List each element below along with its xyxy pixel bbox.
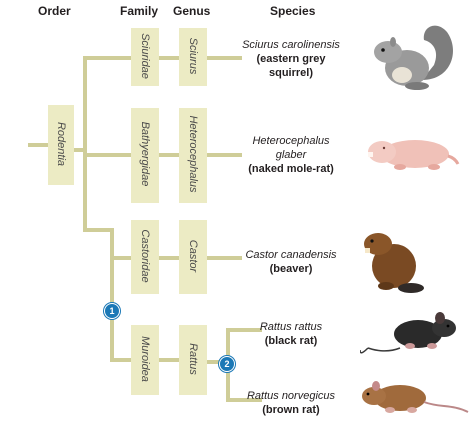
family-box-bathyergidae: Bathyergidae xyxy=(131,108,159,203)
header-order: Order xyxy=(38,4,71,18)
family-label: Castoridae xyxy=(139,229,151,283)
node-badge-2: 2 xyxy=(219,356,235,372)
scientific-name: glaber xyxy=(275,149,307,161)
squirrel-icon xyxy=(374,25,454,90)
genus-box-sciurus: Sciurus xyxy=(179,28,207,86)
genus-box-heterocephalus: Heterocephalus xyxy=(179,108,207,203)
family-box-muroidea: Muroidea xyxy=(131,325,159,395)
genus-label: Heterocephalus xyxy=(187,115,199,193)
scientific-name: Sciurus carolinensis xyxy=(242,39,340,51)
genus-box-castor: Castor xyxy=(179,220,207,294)
scientific-name: Rattus rattus xyxy=(259,321,323,333)
node-badge-1: 1 xyxy=(104,303,120,319)
brown-rat-icon xyxy=(362,381,469,413)
header-family: Family xyxy=(120,4,159,18)
species-heterocephalus-glaber: Heterocephalus glaber (naked mole-rat) xyxy=(216,134,366,176)
family-box-sciuridae: Sciuridae xyxy=(131,28,159,86)
common-name: (brown rat) xyxy=(262,404,320,416)
common-name: (black rat) xyxy=(264,335,318,347)
scientific-name: Heterocephalus xyxy=(252,135,330,147)
common-name: (beaver) xyxy=(269,263,313,275)
genus-label: Sciurus xyxy=(187,37,199,75)
species-rattus-rattus: Rattus rattus (black rat) xyxy=(216,320,366,348)
family-label: Muroidea xyxy=(139,336,151,382)
common-name: (eastern grey xyxy=(256,53,326,65)
beaver-icon xyxy=(364,233,424,293)
header-species: Species xyxy=(270,4,316,18)
genus-box-rattus: Rattus xyxy=(179,325,207,395)
genus-label: Rattus xyxy=(187,343,199,375)
genus-label: Castor xyxy=(187,239,199,273)
family-label: Bathyergidae xyxy=(139,121,151,187)
family-label: Sciuridae xyxy=(139,33,151,79)
header-genus: Genus xyxy=(173,4,211,18)
species-rattus-norvegicus: Rattus norvegicus (brown rat) xyxy=(216,389,366,417)
common-name: (naked mole-rat) xyxy=(248,163,334,175)
naked-mole-rat-icon xyxy=(368,140,460,170)
species-sciurus-carolinensis: Sciurus carolinensis (eastern grey squir… xyxy=(216,38,366,80)
family-box-castoridae: Castoridae xyxy=(131,220,159,294)
scientific-name: Castor canadensis xyxy=(245,249,337,261)
species-castor-canadensis: Castor canadensis (beaver) xyxy=(216,248,366,276)
scientific-name: Rattus norvegicus xyxy=(246,390,336,402)
order-label: Rodentia xyxy=(55,121,67,167)
order-box: Rodentia xyxy=(48,105,74,185)
common-name: squirrel) xyxy=(268,67,313,79)
black-rat-icon xyxy=(360,312,456,354)
